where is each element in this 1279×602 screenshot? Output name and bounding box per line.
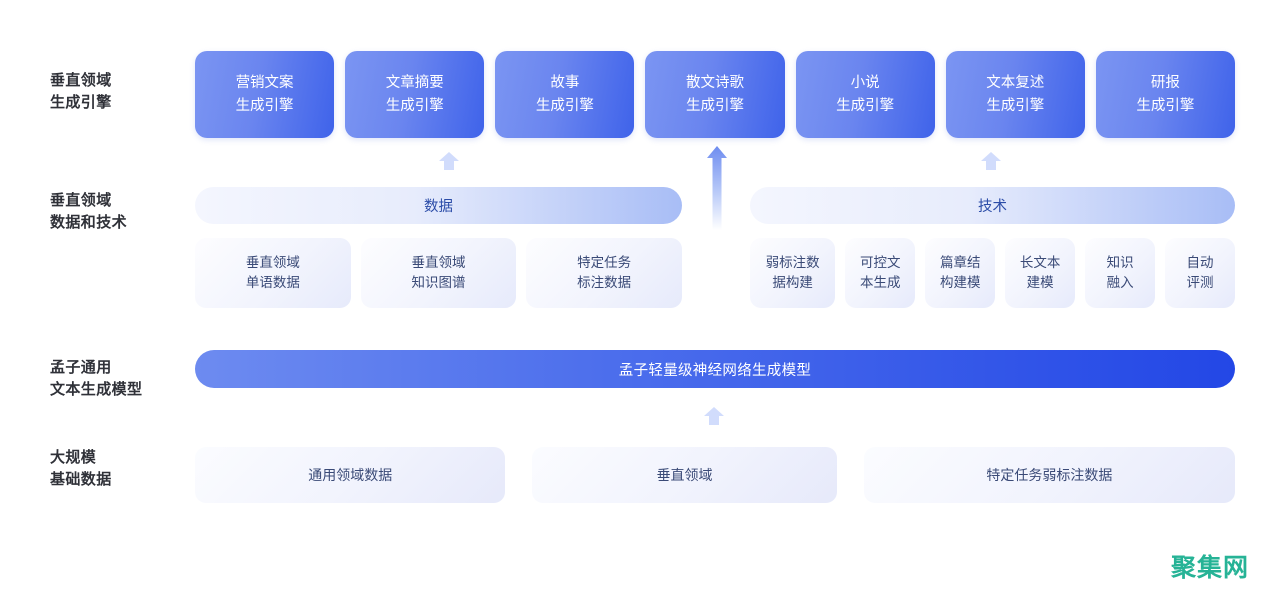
watermark-logo: 聚集网 — [1170, 554, 1249, 582]
tech-card-knowledge-fusion[interactable]: 知识 融入 — [1085, 238, 1156, 308]
engine-card-research-report[interactable]: 研报 生成引擎 — [1095, 51, 1235, 138]
row-label-model: 孟子通用 文本生成模型 — [50, 359, 143, 398]
banner-data: 数据 — [195, 187, 682, 224]
arrow-up-base-to-model-icon — [704, 407, 724, 425]
engine-card-marketing-copy[interactable]: 营销文案 生成引擎 — [195, 51, 335, 138]
tech-card-long-text-modeling[interactable]: 长文本 建模 — [1005, 238, 1076, 308]
data-card-vertical-knowledge-graph[interactable]: 垂直领域 知识图谱 — [360, 238, 517, 308]
base-data-row: 通用领域数据 垂直领域 特定任务弱标注数据 — [195, 447, 1235, 503]
tech-card-automatic-evaluation[interactable]: 自动 评测 — [1165, 238, 1236, 308]
base-card-general-domain-data[interactable]: 通用领域数据 — [195, 447, 506, 503]
data-subcard-group: 垂直领域 单语数据 垂直领域 知识图谱 特定任务 标注数据 — [195, 238, 683, 308]
tech-card-discourse-structure-modeling[interactable]: 篇章结 构建模 — [925, 238, 996, 308]
tech-subcard-group: 弱标注数 据构建 可控文 本生成 篇章结 构建模 长文本 建模 知识 融入 自动… — [750, 238, 1236, 308]
arrow-up-engines-main-icon — [707, 146, 727, 230]
engine-card-novel[interactable]: 小说 生成引擎 — [795, 51, 935, 138]
tech-card-controllable-text-generation[interactable]: 可控文 本生成 — [845, 238, 916, 308]
base-card-vertical-domain-data[interactable]: 垂直领域 — [532, 447, 837, 503]
arrow-up-data-to-engines-icon — [439, 152, 459, 170]
tech-card-weak-label-data-construction[interactable]: 弱标注数 据构建 — [750, 238, 836, 308]
row-label-engines: 垂直领域 生成引擎 — [50, 72, 112, 111]
engine-card-row: 营销文案 生成引擎 文章摘要 生成引擎 故事 生成引擎 散文诗歌 生成引擎 小说… — [195, 51, 1235, 138]
banner-technology: 技术 — [750, 187, 1235, 224]
engine-card-story[interactable]: 故事 生成引擎 — [495, 51, 635, 138]
data-card-task-labeled-data[interactable]: 特定任务 标注数据 — [526, 238, 683, 308]
row-label-data-and-tech: 垂直领域 数据和技术 — [50, 192, 128, 231]
engine-card-prose-poetry[interactable]: 散文诗歌 生成引擎 — [645, 51, 785, 138]
base-card-task-weak-label-data[interactable]: 特定任务弱标注数据 — [863, 447, 1235, 503]
engine-card-article-summary[interactable]: 文章摘要 生成引擎 — [345, 51, 485, 138]
row-label-base-data: 大规模 基础数据 — [50, 449, 112, 488]
engine-card-text-paraphrase[interactable]: 文本复述 生成引擎 — [945, 51, 1085, 138]
arrow-up-tech-to-engines-icon — [981, 152, 1001, 170]
data-card-vertical-monolingual-data[interactable]: 垂直领域 单语数据 — [195, 238, 351, 308]
model-bar-mengzi-lightweight[interactable]: 孟子轻量级神经网络生成模型 — [195, 350, 1235, 388]
